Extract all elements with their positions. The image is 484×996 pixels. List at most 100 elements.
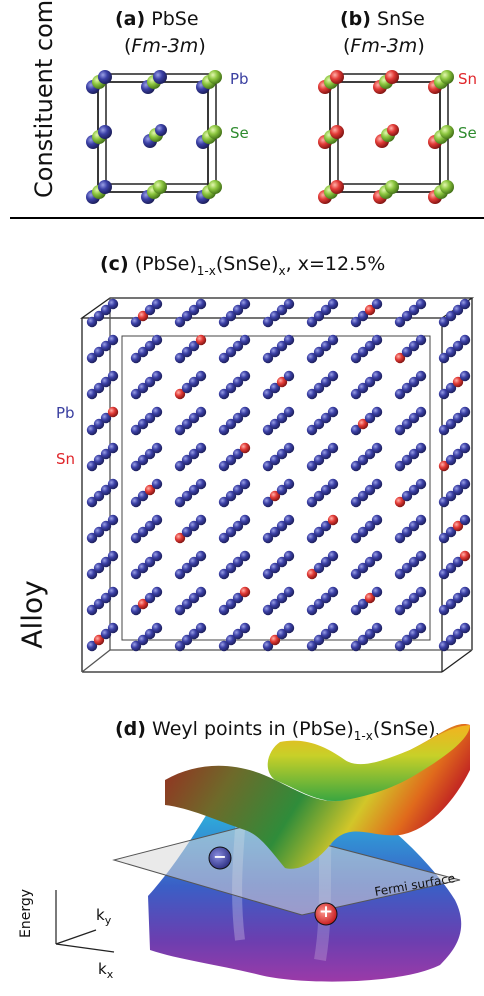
pb-atom (371, 478, 383, 490)
pb-atom (181, 526, 193, 538)
panel-c-sub1: 1-x (196, 263, 216, 278)
se-atom (208, 70, 222, 84)
pb-atom (130, 460, 142, 472)
panel-a-label-se: Se (230, 124, 249, 142)
sn-atom (438, 460, 450, 472)
pb-atom (174, 352, 186, 364)
sn-atom (330, 125, 344, 139)
panel-a-name: PbSe (151, 8, 199, 30)
panel-a-spacegroup: (Fm-3m) (124, 35, 206, 57)
pb-atom (107, 298, 119, 310)
pb-atom (415, 586, 427, 598)
pb-atom (137, 346, 149, 358)
axis-ky-sub: y (104, 914, 112, 927)
pb-atom (137, 562, 149, 574)
sn-atom (137, 310, 149, 322)
pb-atom (408, 592, 420, 604)
pb-atom (144, 556, 156, 568)
pb-atom (276, 484, 288, 496)
sn-atom (269, 490, 281, 502)
pb-atom (86, 460, 98, 472)
pb-atom (195, 442, 207, 454)
pb-atom (232, 412, 244, 424)
pb-atom (313, 526, 325, 538)
pb-atom (350, 532, 362, 544)
pb-atom (262, 388, 274, 400)
pb-atom (327, 586, 339, 598)
pb-atom (262, 316, 274, 328)
pb-atom (218, 352, 230, 364)
pb-atom (107, 334, 119, 346)
sn-atom (276, 376, 288, 388)
pb-atom (218, 496, 230, 508)
pb-atom (401, 346, 413, 358)
pb-atom (445, 418, 457, 430)
pb-atom (218, 532, 230, 544)
pb-atom (357, 634, 369, 646)
pb-atom (401, 382, 413, 394)
pb-atom (98, 180, 112, 194)
pb-atom (276, 448, 288, 460)
pb-atom (283, 586, 295, 598)
panel-d-sub1: 1-x (353, 728, 373, 743)
pb-atom (276, 520, 288, 532)
pb-atom (130, 604, 142, 616)
pb-atom (218, 316, 230, 328)
pb-atom (445, 526, 457, 538)
pb-atom (408, 520, 420, 532)
pb-atom (188, 592, 200, 604)
pb-atom (100, 340, 112, 352)
pb-atom (137, 418, 149, 430)
pb-atom (415, 442, 427, 454)
pb-atom (262, 568, 274, 580)
pb-atom (130, 640, 142, 652)
pb-atom (269, 346, 281, 358)
pb-atom (438, 352, 450, 364)
sn-atom (93, 634, 105, 646)
pb-atom (93, 418, 105, 430)
axis-ky-label: ky (96, 906, 111, 927)
pb-atom (357, 454, 369, 466)
sn-atom (459, 550, 471, 562)
se-atom (208, 180, 222, 194)
pb-atom (107, 550, 119, 562)
pb-atom (151, 370, 163, 382)
pb-atom (225, 382, 237, 394)
pb-atom (438, 568, 450, 580)
pb-atom (195, 298, 207, 310)
pb-atom (181, 418, 193, 430)
pb-atom (86, 604, 98, 616)
pb-atom (137, 382, 149, 394)
sn-atom (174, 532, 186, 544)
pb-atom (452, 412, 464, 424)
pb-atom (306, 496, 318, 508)
pb-atom (107, 514, 119, 526)
pb-atom (313, 490, 325, 502)
pb-atom (438, 604, 450, 616)
pb-atom (408, 556, 420, 568)
pb-atom (371, 370, 383, 382)
sn-atom (174, 388, 186, 400)
pb-atom (357, 562, 369, 574)
panel-d-letter: (d) (115, 718, 146, 740)
plus-sign: + (318, 902, 334, 922)
pb-atom (100, 484, 112, 496)
pb-atom (408, 412, 420, 424)
pb-atom (364, 628, 376, 640)
pb-atom (107, 442, 119, 454)
pb-atom (408, 376, 420, 388)
se-atom (208, 125, 222, 139)
upper-band-top (267, 725, 470, 801)
pb-atom (262, 460, 274, 472)
axis-kx-label: kx (98, 960, 113, 981)
pb-atom (100, 304, 112, 316)
pb-atom (144, 520, 156, 532)
pb-atom (174, 424, 186, 436)
pb-atom (438, 532, 450, 544)
pb-atom (269, 310, 281, 322)
pb-atom (350, 496, 362, 508)
pb-atom (218, 424, 230, 436)
pb-atom (313, 634, 325, 646)
pb-atom (130, 424, 142, 436)
pb-atom (445, 490, 457, 502)
